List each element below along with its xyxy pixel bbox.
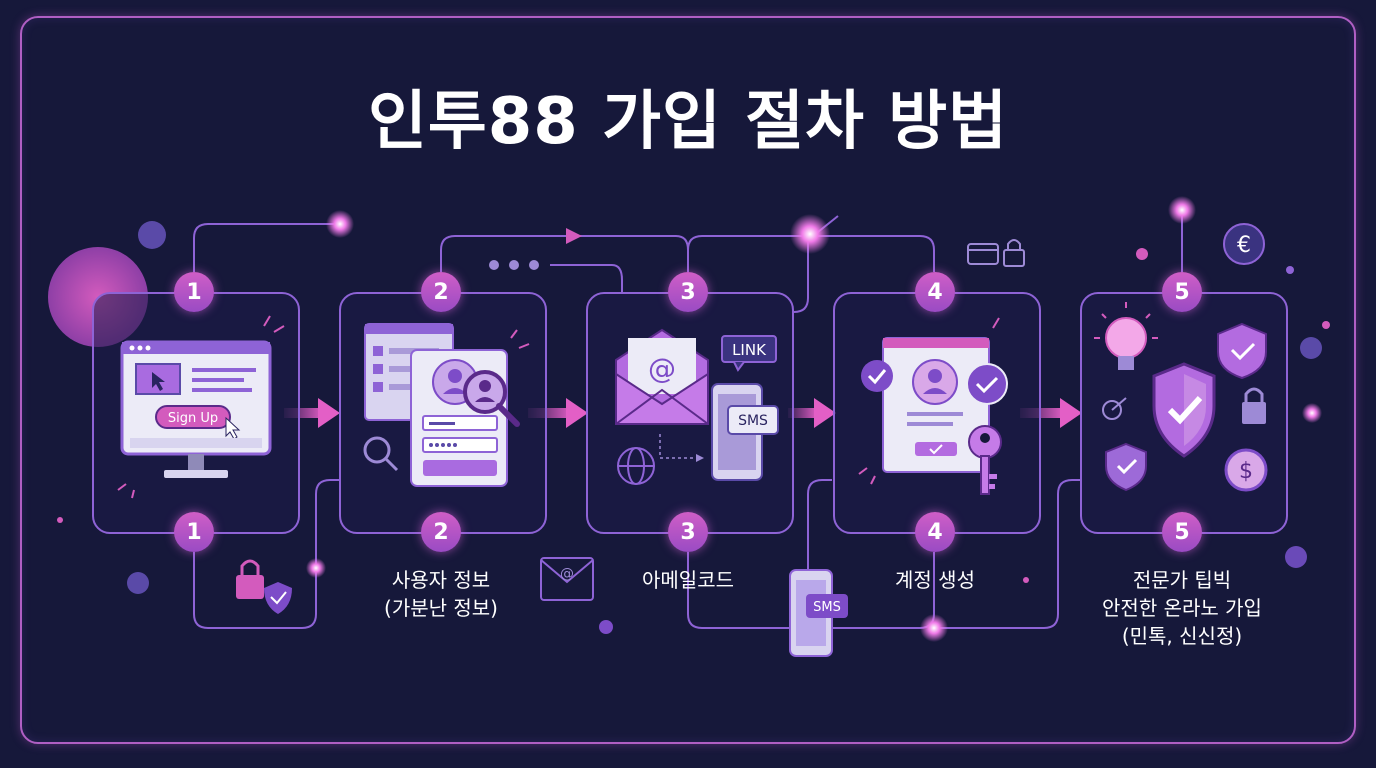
sign-up-button: Sign Up xyxy=(168,411,218,426)
connector-line xyxy=(934,479,1080,629)
cursor-icon xyxy=(152,372,165,391)
step-card-3: @ LINK SMS xyxy=(586,292,794,534)
decor-dot xyxy=(529,260,539,270)
envelope-small-icon: @ xyxy=(540,557,594,601)
flow-arrow-shaft xyxy=(528,408,572,418)
step-card-5: $ xyxy=(1080,292,1288,534)
magnifier-icon xyxy=(463,370,520,427)
path-arrowhead xyxy=(566,228,582,244)
decor-dot xyxy=(509,260,519,270)
glow-node xyxy=(306,558,326,578)
euro-symbol: € xyxy=(1237,233,1251,258)
decor-dot xyxy=(57,517,63,523)
flow-arrow-head xyxy=(814,398,836,428)
glow-node xyxy=(790,214,830,254)
lightbulb-icon xyxy=(1094,302,1158,370)
step-badge-2-top: 2 xyxy=(421,272,461,312)
phone-icon: SMS xyxy=(789,569,848,657)
decor-dot xyxy=(1136,248,1148,260)
search-icon xyxy=(363,436,399,472)
page-title: 인투88 가입 절차 방법 xyxy=(368,85,1008,159)
step-label-3-line-1: 아메일코드 xyxy=(642,568,734,592)
euro-coin-icon: € xyxy=(1223,223,1265,265)
security-tips-icon: $ xyxy=(1094,302,1268,492)
step-badge-4-bottom: 4 xyxy=(915,512,955,552)
decor-dot xyxy=(1300,337,1322,359)
step-badge-1-bottom: 1 xyxy=(174,512,214,552)
step-badge-3-bottom: 3 xyxy=(668,512,708,552)
dollar-symbol: $ xyxy=(1239,459,1253,484)
glow-node xyxy=(1302,403,1322,423)
flow-arrow-head xyxy=(318,398,340,428)
connector-line xyxy=(193,223,340,272)
decor-dot xyxy=(1322,321,1330,329)
key-icon xyxy=(968,425,1002,495)
decor-dot xyxy=(1023,577,1029,583)
account-card-icon xyxy=(858,317,1008,495)
decor-dot xyxy=(599,620,613,634)
step-badge-2-bottom: 2 xyxy=(421,512,461,552)
flow-arrow-shaft xyxy=(788,408,818,418)
step-badge-4-top: 4 xyxy=(915,272,955,312)
glow-node xyxy=(920,614,948,642)
flow-arrow-head xyxy=(1060,398,1082,428)
step-badge-3-top: 3 xyxy=(668,272,708,312)
step-badge-5-bottom: 5 xyxy=(1162,512,1202,552)
decor-dot xyxy=(1286,266,1294,274)
shield-small-icon xyxy=(1217,322,1267,380)
padlock-icon xyxy=(1242,387,1266,424)
flow-arrow-shaft xyxy=(1020,408,1064,418)
step-label-2-line-2: (가분난 정보) xyxy=(384,596,498,620)
monitor-icon: Sign Up xyxy=(117,315,285,499)
shield-check-icon xyxy=(264,582,292,614)
outer-frame xyxy=(20,16,1356,744)
flow-arrow-head xyxy=(566,398,588,428)
step-badge-1-top: 1 xyxy=(174,272,214,312)
decor-dot xyxy=(127,572,149,594)
step-label-5: 전문가 팁빅 안전한 온라노 가입 (민톡, 신신정) xyxy=(1072,566,1292,650)
check-icon xyxy=(861,360,1008,405)
glow-node xyxy=(1168,196,1196,224)
flow-arrow-shaft xyxy=(284,408,324,418)
card-lock-icon xyxy=(967,239,1025,267)
step-label-5-line-3: (민톡, 신신정) xyxy=(1121,624,1243,648)
dollar-coin-icon: $ xyxy=(1224,448,1268,492)
target-icon xyxy=(1102,397,1127,420)
step-badge-5-top: 5 xyxy=(1162,272,1202,312)
connector-line xyxy=(193,479,340,629)
step-card-4 xyxy=(833,292,1041,534)
step-label-3: 아메일코드 xyxy=(588,566,788,594)
decor-dot xyxy=(489,260,499,270)
phone-icon: SMS xyxy=(711,383,779,481)
step-label-4: 계정 생성 xyxy=(835,566,1035,594)
sms-label: SMS xyxy=(738,413,768,429)
decor-dot xyxy=(1285,546,1307,568)
step-label-5-line-2: 안전한 온라노 가입 xyxy=(1102,596,1262,620)
connector-line xyxy=(550,264,623,292)
step-card-2 xyxy=(339,292,547,534)
shield-small-icon-2 xyxy=(1105,442,1147,492)
step-label-2: 사용자 정보 (가분난 정보) xyxy=(341,566,541,622)
glow-node xyxy=(326,210,354,238)
sms-label-2: SMS xyxy=(813,600,841,615)
connector-line xyxy=(793,215,839,313)
lock-icon xyxy=(236,559,264,599)
at-symbol: @ xyxy=(560,566,574,582)
envelope-icon: @ LINK SMS xyxy=(615,328,779,485)
link-label: LINK xyxy=(732,341,767,359)
decor-dot xyxy=(138,221,166,249)
connector-line xyxy=(807,479,832,580)
step-label-2-line-1: 사용자 정보 xyxy=(391,568,491,592)
step-card-1: Sign Up xyxy=(92,292,300,534)
step-label-5-line-1: 전문가 팁빅 xyxy=(1132,568,1232,592)
shield-check-icon xyxy=(1152,362,1216,458)
profile-form-icon xyxy=(363,323,530,487)
connector-line xyxy=(440,235,689,272)
globe-icon xyxy=(617,447,655,485)
at-symbol-large: @ xyxy=(648,352,676,385)
step-label-4-line-1: 계정 생성 xyxy=(895,568,975,592)
